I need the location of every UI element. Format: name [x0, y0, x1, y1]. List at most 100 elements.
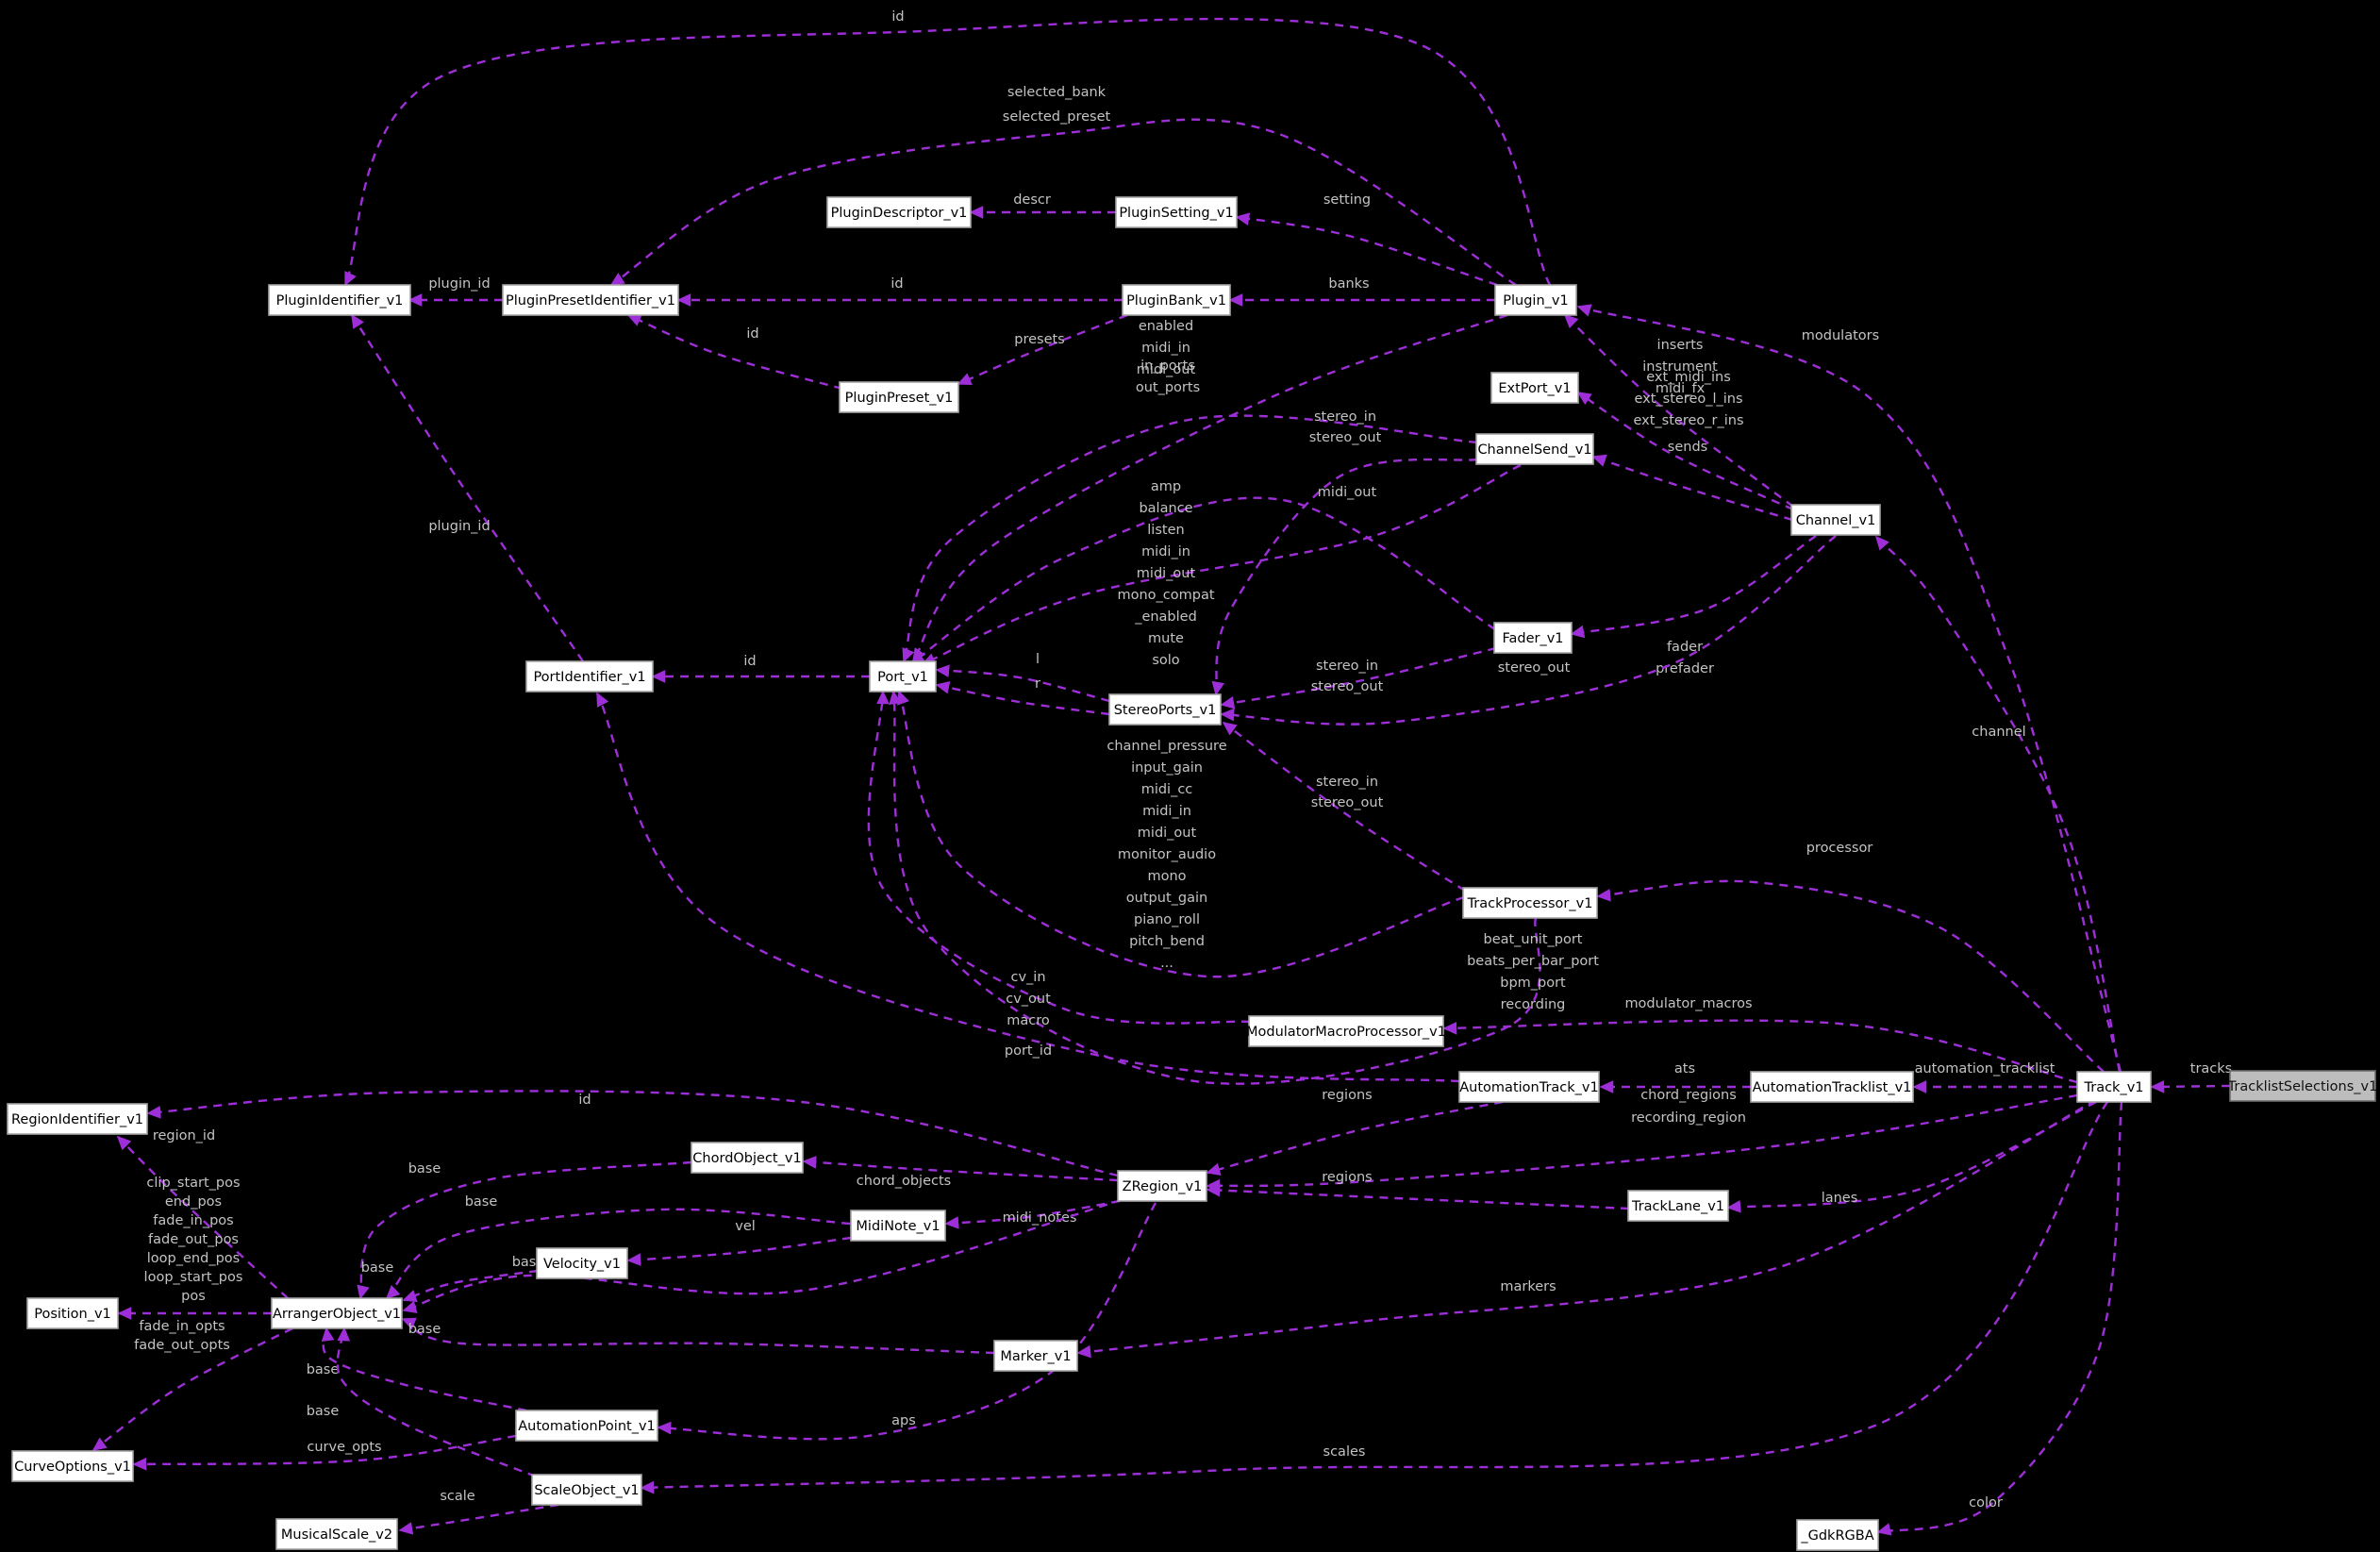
node-box[interactable] [1115, 196, 1238, 228]
node-box[interactable] [536, 1247, 628, 1279]
node-box[interactable] [531, 1474, 642, 1506]
node-label: PluginPresetIdentifier_v1 [506, 293, 675, 309]
node-PluginIdentifier_v1[interactable]: PluginIdentifier_v1 [268, 284, 411, 316]
node-label: RegionIdentifier_v1 [11, 1112, 143, 1127]
node-box[interactable] [26, 1297, 119, 1329]
node-Port_v1[interactable]: Port_v1 [869, 660, 937, 693]
node-PluginDescriptor_v1[interactable]: PluginDescriptor_v1 [826, 196, 972, 228]
node-box[interactable] [11, 1450, 134, 1482]
node-PluginPresetIdentifier_v1[interactable]: PluginPresetIdentifier_v1 [502, 284, 679, 316]
node-box[interactable] [1494, 284, 1577, 316]
node-box[interactable] [1248, 1015, 1444, 1047]
node-box[interactable] [1122, 284, 1231, 316]
edge-MidiNote_v1-Velocity_v1 [626, 1236, 852, 1266]
node-box[interactable] [525, 660, 654, 693]
node-box[interactable] [850, 1210, 946, 1242]
node-box[interactable] [268, 284, 411, 316]
node-ChordObject_v1[interactable]: ChordObject_v1 [691, 1142, 804, 1174]
node-Fader_v1[interactable]: Fader_v1 [1493, 622, 1573, 654]
node-box[interactable] [691, 1142, 804, 1174]
node-label: AutomationTracklist_v1 [1753, 1080, 1912, 1095]
node-TracklistSelections_v1[interactable]: TracklistSelections_v1 [2227, 1070, 2378, 1102]
edge-ChannelSend_v1-Port_v1 [902, 414, 1478, 663]
node-PortIdentifier_v1[interactable]: PortIdentifier_v1 [525, 660, 654, 693]
edge-ArrangerObject_v1-CurveOptions_v1 [92, 1327, 293, 1451]
node-StereoPorts_v1[interactable]: StereoPorts_v1 [1108, 693, 1222, 726]
node-MusicalScale_v2[interactable]: MusicalScale_v2 [275, 1518, 398, 1550]
node-label: Channel_v1 [1796, 513, 1876, 528]
node-label: PortIdentifier_v1 [533, 670, 645, 685]
node-box[interactable] [2076, 1071, 2152, 1103]
node-box[interactable] [826, 196, 972, 228]
node-ChannelSend_v1[interactable]: ChannelSend_v1 [1475, 433, 1594, 465]
node-box[interactable] [275, 1518, 398, 1550]
node-box[interactable] [1790, 504, 1881, 536]
node-box[interactable] [839, 381, 959, 413]
node-MidiNote_v1[interactable]: MidiNote_v1 [850, 1210, 946, 1242]
edge-label-ScaleObject_v1-ArrangerObject_v1: base [307, 1404, 340, 1419]
node-ScaleObject_v1[interactable]: ScaleObject_v1 [531, 1474, 642, 1506]
node-ArrangerObject_v1[interactable]: ArrangerObject_v1 [271, 1297, 403, 1329]
edge-label-PluginBank_v1-PluginPreset_v1: presets [1014, 332, 1064, 347]
node-box[interactable] [1627, 1190, 1729, 1222]
edge-Plugin_v1-PluginIdentifier_v1 [343, 17, 1552, 287]
node-box[interactable] [502, 284, 679, 316]
node-label: ArrangerObject_v1 [273, 1307, 401, 1322]
node-ExtPort_v1[interactable]: ExtPort_v1 [1490, 372, 1579, 404]
edge-label-Track_v1-TrackProcessor_v1: processor [1806, 841, 1873, 856]
node-PluginSetting_v1[interactable]: PluginSetting_v1 [1115, 196, 1238, 228]
node-box[interactable] [271, 1297, 403, 1329]
node-Velocity_v1[interactable]: Velocity_v1 [536, 1247, 628, 1279]
node-Channel_v1[interactable]: Channel_v1 [1790, 504, 1881, 536]
edge-Track_v1-ModulatorMacroProcessor_v1 [1442, 1019, 2078, 1084]
node-AutomationTracklist_v1[interactable]: AutomationTracklist_v1 [1750, 1071, 1914, 1103]
node-_GdkRGBA[interactable]: _GdkRGBA [1796, 1519, 1879, 1551]
node-box[interactable] [1108, 693, 1222, 726]
node-label: ModulatorMacroProcessor_v1 [1246, 1025, 1446, 1040]
node-box[interactable] [993, 1340, 1078, 1372]
node-Position_v1[interactable]: Position_v1 [26, 1297, 119, 1329]
node-Plugin_v1[interactable]: Plugin_v1 [1494, 284, 1577, 316]
node-TrackLane_v1[interactable]: TrackLane_v1 [1627, 1190, 1729, 1222]
edge-label-PluginSetting_v1-PluginDescriptor_v1: descr [1013, 192, 1051, 208]
node-box[interactable] [1475, 433, 1594, 465]
node-box[interactable] [1117, 1170, 1207, 1202]
node-label: StereoPorts_v1 [1114, 703, 1217, 718]
edge-label-AutomationPoint_v1-CurveOptions_v1: curve_opts [307, 1440, 381, 1455]
node-box[interactable] [1490, 372, 1579, 404]
node-Marker_v1[interactable]: Marker_v1 [993, 1340, 1078, 1372]
node-AutomationPoint_v1[interactable]: AutomationPoint_v1 [515, 1410, 658, 1442]
edge-label-AutomationTrack_v1-PortIdentifier_v1: port_id [1005, 1043, 1052, 1059]
node-box[interactable] [869, 660, 937, 693]
edge-ArrangerObject_v1-RegionIdentifier_v1 [116, 1135, 289, 1299]
node-label: Fader_v1 [1502, 631, 1563, 646]
node-CurveOptions_v1[interactable]: CurveOptions_v1 [11, 1450, 134, 1482]
node-box[interactable] [7, 1103, 148, 1135]
node-label: AutomationTrack_v1 [1459, 1080, 1598, 1095]
edge-ChordObject_v1-ArrangerObject_v1 [357, 1160, 692, 1300]
edge-label-Velocity_v1-ArrangerObject_v1: base [361, 1260, 394, 1276]
node-ModulatorMacroProcessor_v1[interactable]: ModulatorMacroProcessor_v1 [1246, 1015, 1446, 1047]
node-label: TrackLane_v1 [1631, 1199, 1724, 1214]
node-PluginBank_v1[interactable]: PluginBank_v1 [1122, 284, 1231, 316]
node-box[interactable] [1796, 1519, 1879, 1551]
edge-ZRegion_v1-RegionIdentifier_v1 [146, 1090, 1119, 1177]
edge-label-Channel_v1-StereoPorts_v1: stereo_out [1498, 660, 1571, 676]
node-RegionIdentifier_v1[interactable]: RegionIdentifier_v1 [7, 1103, 148, 1135]
node-box[interactable] [2229, 1070, 2376, 1102]
node-box[interactable] [1462, 887, 1598, 919]
node-box[interactable] [1493, 622, 1573, 654]
node-TrackProcessor_v1[interactable]: TrackProcessor_v1 [1462, 887, 1598, 919]
node-box[interactable] [515, 1410, 658, 1442]
node-ZRegion_v1[interactable]: ZRegion_v1 [1117, 1170, 1207, 1202]
node-box[interactable] [1750, 1071, 1914, 1103]
node-PluginPreset_v1[interactable]: PluginPreset_v1 [839, 381, 959, 413]
edge-label-AutomationPoint_v1-ArrangerObject_v1: base [307, 1362, 340, 1377]
node-AutomationTrack_v1[interactable]: AutomationTrack_v1 [1458, 1071, 1600, 1103]
node-Track_v1[interactable]: Track_v1 [2076, 1071, 2152, 1103]
node-box[interactable] [1458, 1071, 1600, 1103]
node-label: Port_v1 [877, 670, 928, 685]
